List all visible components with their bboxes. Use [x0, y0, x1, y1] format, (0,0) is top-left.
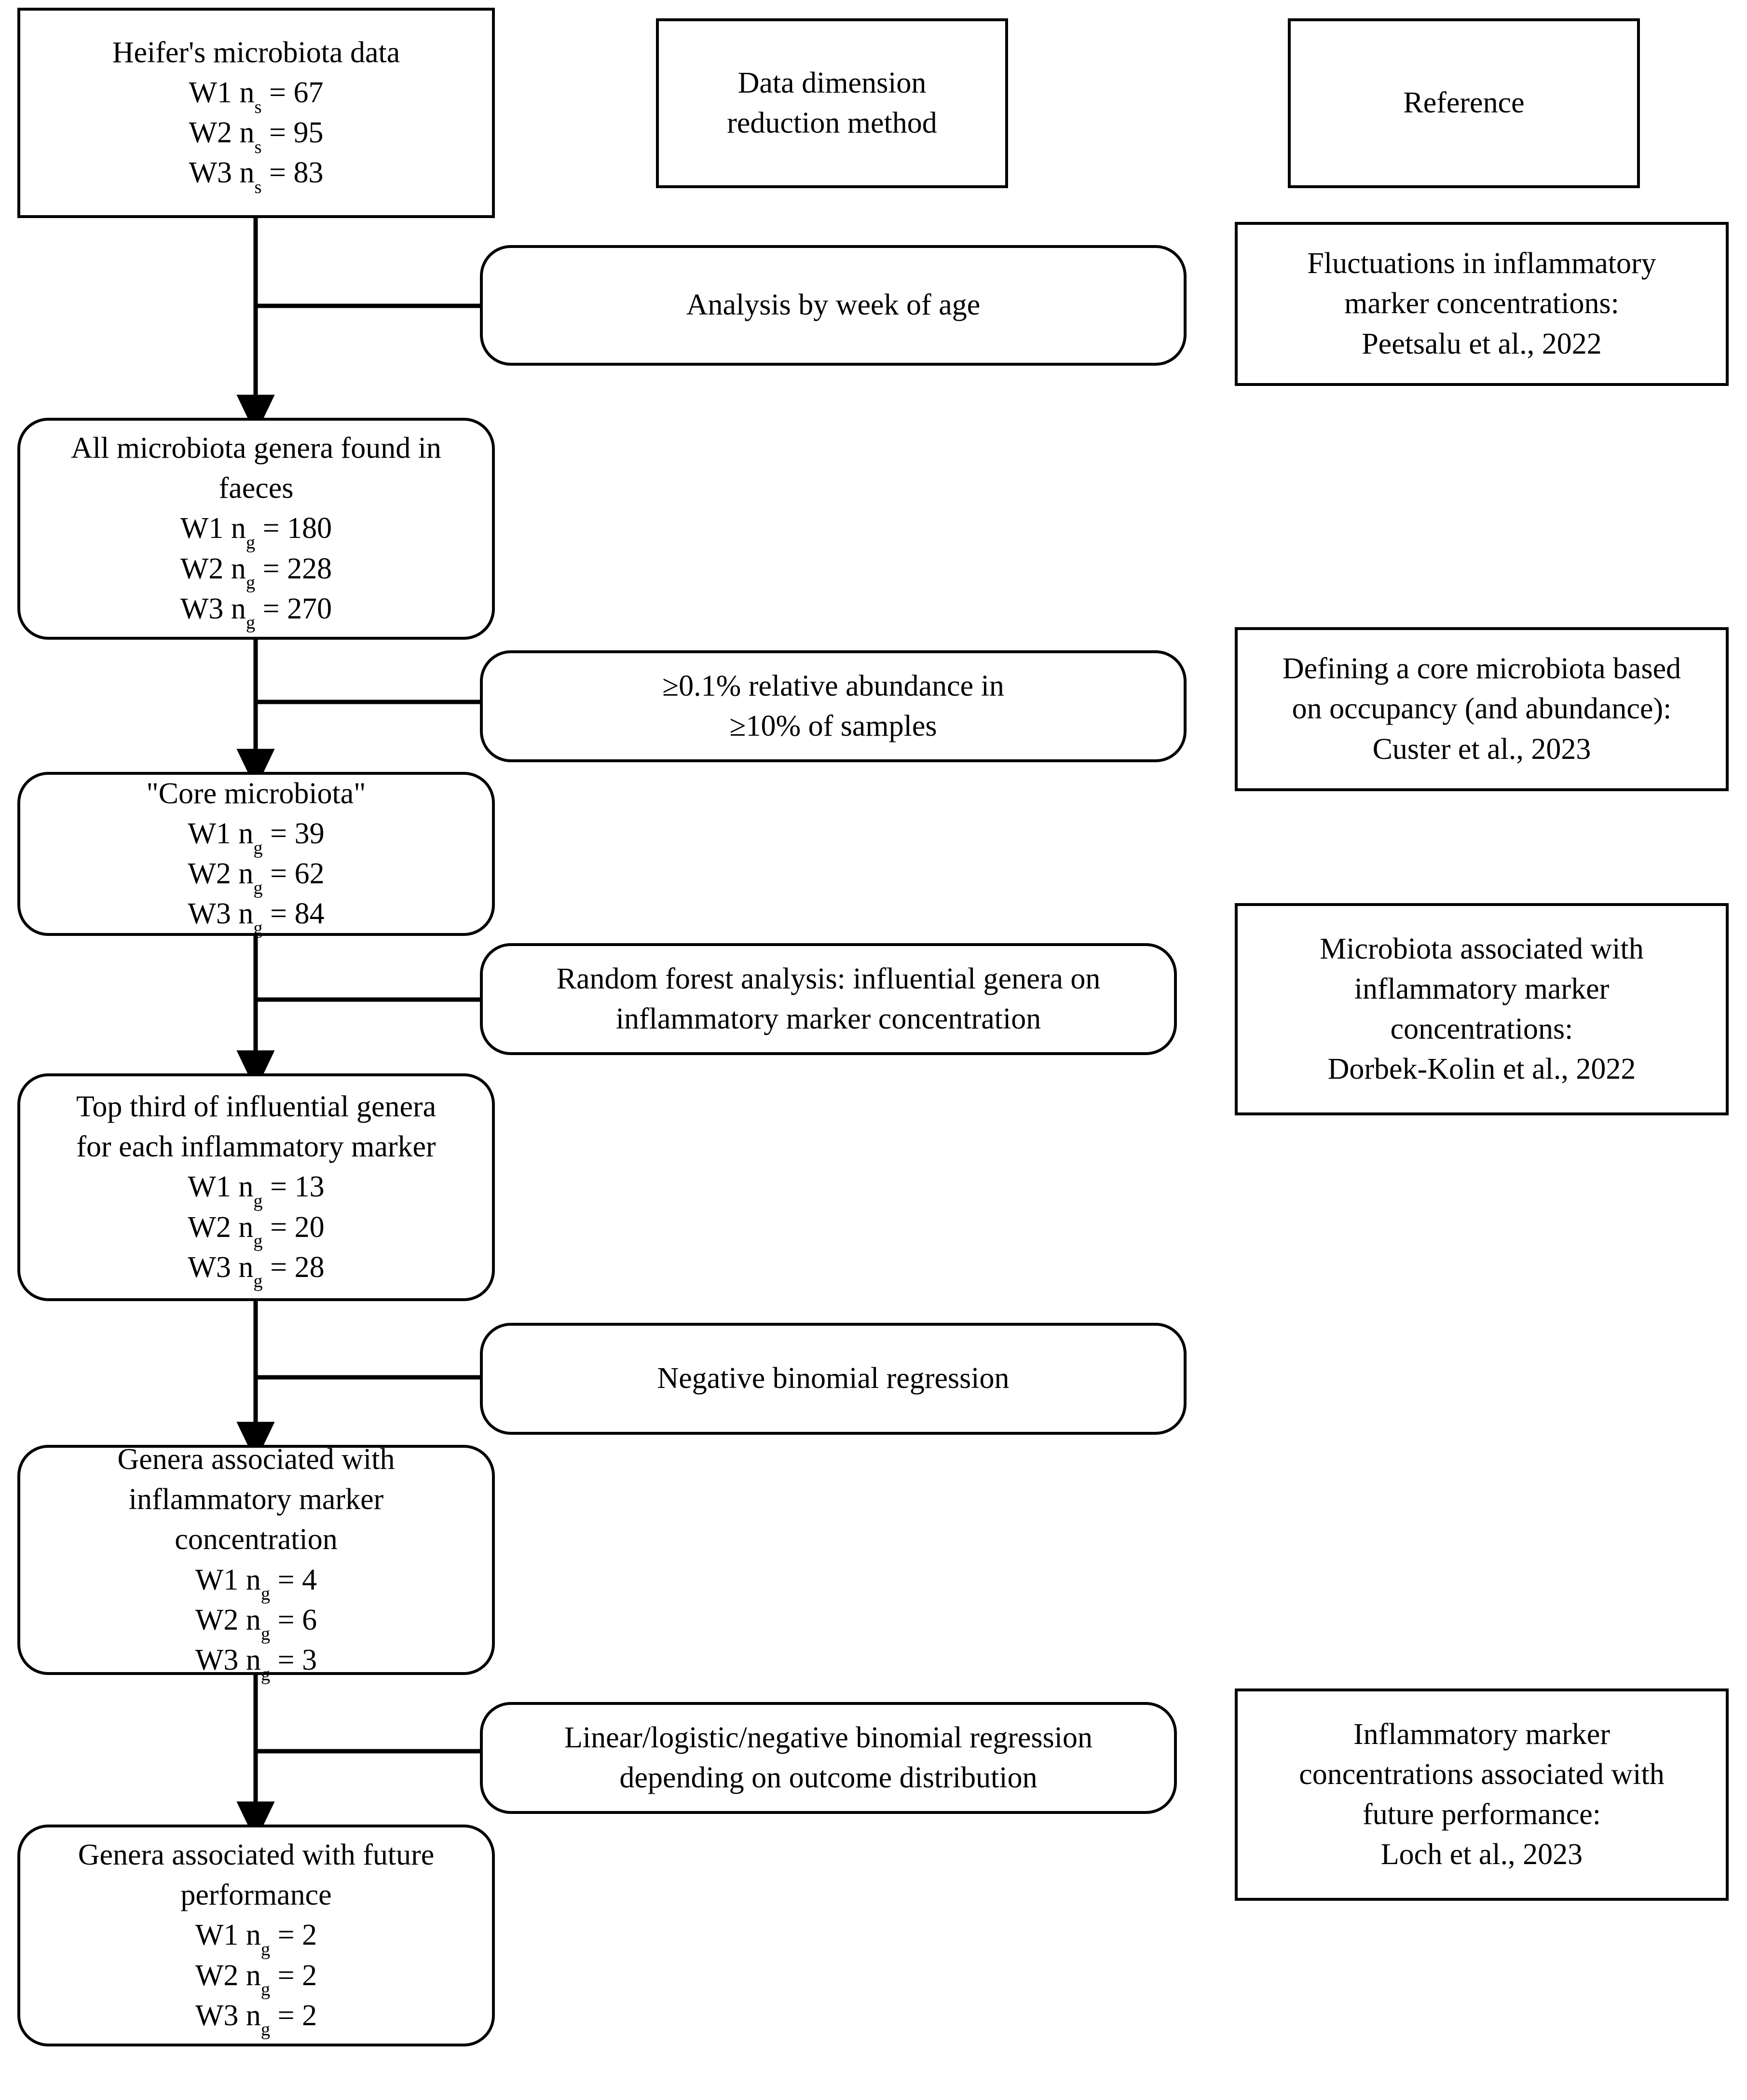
stage-genera-marker-title-line1: Genera associated with	[117, 1443, 395, 1476]
stage-genera-marker-count-w1: W1 ng = 4	[195, 1563, 317, 1605]
stage-genera-future-title-line1: Genera associated with future	[78, 1839, 435, 1872]
method-abundance-line2: ≥10% of samples	[729, 710, 937, 742]
stage-top-third-influential-genera: Top third of influential genera for each…	[17, 1073, 495, 1301]
stage-genera-associated-future-performance: Genera associated with future performanc…	[17, 1825, 495, 2046]
ref-custer-line3: Custer et al., 2023	[1372, 732, 1591, 766]
stage-heifer-title: Heifer's microbiota data	[112, 36, 400, 69]
ref-peetsalu-line1: Fluctuations in inflammatory	[1307, 247, 1656, 280]
stage-genera-count-w3: W3 ng = 270	[180, 592, 332, 633]
stage-heifer-count-w3: W3 ns = 83	[189, 156, 324, 197]
stage-genera-title-line2: faeces	[218, 472, 294, 505]
method-random-forest-line1: Random forest analysis: influential gene…	[556, 962, 1101, 995]
reference-loch-2023: Inflammatory marker concentrations assoc…	[1235, 1688, 1729, 1901]
header-right-line1: Reference	[1403, 86, 1525, 120]
stage-heifer-count-w1: W1 ns = 67	[189, 76, 324, 117]
method-week-age-line1: Analysis by week of age	[686, 288, 981, 322]
ref-peetsalu-line2: marker concentrations:	[1344, 287, 1619, 320]
header-reference: Reference	[1288, 18, 1640, 188]
stage-genera-future-title-line2: performance	[180, 1879, 332, 1912]
ref-dorbek-kolin-line2: inflammatory marker	[1354, 972, 1610, 1005]
stage-genera-marker-title-line2: inflammatory marker	[128, 1483, 384, 1516]
header-data-dimension-reduction-method: Data dimension reduction method	[656, 18, 1008, 188]
header-middle-line1: Data dimension	[737, 66, 927, 99]
stage-core-microbiota: "Core microbiota" W1 ng = 39 W2 ng = 62 …	[17, 772, 495, 938]
ref-loch-line1: Inflammatory marker	[1353, 1717, 1610, 1751]
ref-dorbek-kolin-line3: concentrations:	[1390, 1013, 1573, 1045]
stage-heifer-count-w2: W2 ns = 95	[189, 116, 324, 157]
method-mixed-regression-line1: Linear/logistic/negative binomial regres…	[564, 1721, 1093, 1754]
header-middle-line2: reduction method	[727, 107, 937, 139]
stage-core-count-w1: W1 ng = 39	[188, 817, 325, 858]
stage-topthird-count-w3: W3 ng = 28	[188, 1250, 325, 1292]
stage-genera-marker-title-line3: concentration	[175, 1523, 338, 1556]
stage-genera-future-count-w1: W1 ng = 2	[195, 1919, 317, 1960]
method-negative-binomial-line1: Negative binomial regression	[657, 1362, 1010, 1395]
stage-topthird-count-w1: W1 ng = 13	[188, 1170, 325, 1212]
stage-genera-marker-count-w3: W3 ng = 3	[195, 1643, 317, 1685]
stage-core-count-w2: W2 ng = 62	[188, 857, 325, 898]
method-mixed-regression-line2: depending on outcome distribution	[619, 1761, 1037, 1794]
stage-core-count-w3: W3 ng = 84	[188, 897, 325, 938]
stage-topthird-title-line1: Top third of influential genera	[76, 1090, 437, 1124]
stage-genera-count-w1: W1 ng = 180	[180, 512, 332, 553]
ref-dorbek-kolin-line4: Dorbek-Kolin et al., 2022	[1327, 1053, 1636, 1086]
ref-loch-line2: concentrations associated with	[1299, 1757, 1665, 1791]
stage-genera-future-count-w2: W2 ng = 2	[195, 1959, 317, 2000]
ref-loch-line4: Loch et al., 2023	[1380, 1838, 1583, 1871]
method-random-forest-analysis: Random forest analysis: influential gene…	[480, 943, 1177, 1055]
method-relative-abundance-threshold: ≥0.1% relative abundance in ≥10% of samp…	[480, 650, 1187, 762]
stage-all-microbiota-genera: All microbiota genera found in faeces W1…	[17, 418, 495, 640]
stage-core-title: "Core microbiota"	[146, 777, 366, 810]
stage-genera-count-w2: W2 ng = 228	[180, 552, 332, 593]
method-analysis-by-week-of-age: Analysis by week of age	[480, 245, 1187, 366]
method-abundance-line1: ≥0.1% relative abundance in	[662, 669, 1004, 702]
stage-topthird-title-line2: for each inflammatory marker	[76, 1130, 436, 1164]
reference-peetsalu-2022: Fluctuations in inflammatory marker conc…	[1235, 222, 1729, 386]
stage-genera-title-line1: All microbiota genera found in	[71, 432, 441, 465]
reference-dorbek-kolin-2022: Microbiota associated with inflammatory …	[1235, 903, 1729, 1115]
ref-peetsalu-line3: Peetsalu et al., 2022	[1362, 327, 1602, 360]
ref-loch-line3: future performance:	[1362, 1798, 1601, 1831]
method-mixed-regression-by-outcome: Linear/logistic/negative binomial regres…	[480, 1702, 1177, 1814]
ref-dorbek-kolin-line1: Microbiota associated with	[1320, 932, 1644, 965]
ref-custer-line2: on occupancy (and abundance):	[1292, 692, 1672, 726]
method-negative-binomial-regression: Negative binomial regression	[480, 1323, 1187, 1435]
stage-genera-associated-marker: Genera associated with inflammatory mark…	[17, 1443, 495, 1684]
stage-genera-future-count-w3: W3 ng = 2	[195, 1999, 317, 2040]
method-random-forest-line2: inflammatory marker concentration	[615, 1002, 1041, 1035]
stage-genera-marker-count-w2: W2 ng = 6	[195, 1603, 317, 1645]
stage-topthird-count-w2: W2 ng = 20	[188, 1210, 325, 1252]
stage-heifer-microbiota-data: Heifer's microbiota data W1 ns = 67 W2 n…	[17, 8, 495, 218]
ref-custer-line1: Defining a core microbiota based	[1282, 652, 1681, 686]
reference-custer-2023: Defining a core microbiota based on occu…	[1235, 627, 1729, 791]
